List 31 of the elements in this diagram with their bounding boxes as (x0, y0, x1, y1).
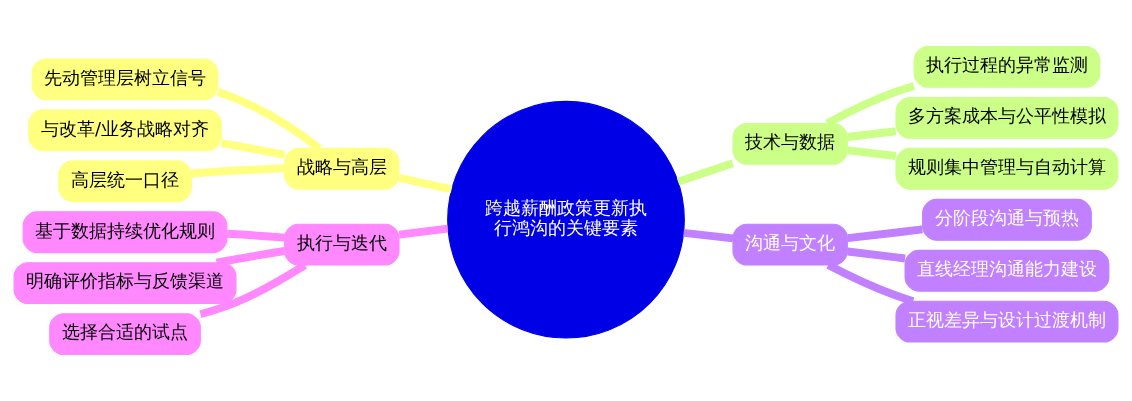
connector (825, 82, 916, 127)
node-box: 战略与高层 (284, 147, 400, 190)
connector (826, 261, 915, 305)
connector (847, 247, 906, 263)
connector (398, 174, 453, 194)
node-box: 基于数据持续优化规则 (22, 211, 228, 254)
node-box: 先动管理层树立信号 (31, 58, 219, 101)
node-circle: 跨越薪酬政策更新执行鸿沟的关键要素 (447, 100, 685, 339)
node-box: 执行过程的异常监测 (913, 45, 1101, 88)
node-box: 明确评价指标与反馈渠道 (13, 262, 237, 305)
node-box: 高层统一口径 (58, 160, 192, 203)
connector (226, 229, 285, 242)
node-box: 正视差异与设计过渡机制 (895, 300, 1119, 343)
connector (398, 224, 449, 239)
node-box: 直线经理沟通能力建设 (904, 249, 1110, 292)
node-box: 规则集中管理与自动计算 (895, 147, 1119, 190)
connector (191, 164, 285, 178)
node-box: 多方案成本与公平性模拟 (895, 96, 1119, 139)
connector (847, 225, 923, 243)
connector (683, 228, 734, 243)
connector (847, 146, 897, 160)
node-box: 沟通与文化 (732, 223, 848, 266)
connector (220, 139, 286, 159)
connector (215, 247, 286, 267)
connector (676, 159, 735, 186)
node-box: 分阶段沟通与预热 (922, 198, 1092, 241)
node-box: 选择合适的试点 (49, 313, 201, 356)
node-box: 执行与迭代 (284, 223, 400, 266)
node-box: 与改革/业务战略对齐 (28, 109, 222, 152)
connector (847, 127, 897, 141)
node-box: 技术与数据 (732, 122, 848, 165)
